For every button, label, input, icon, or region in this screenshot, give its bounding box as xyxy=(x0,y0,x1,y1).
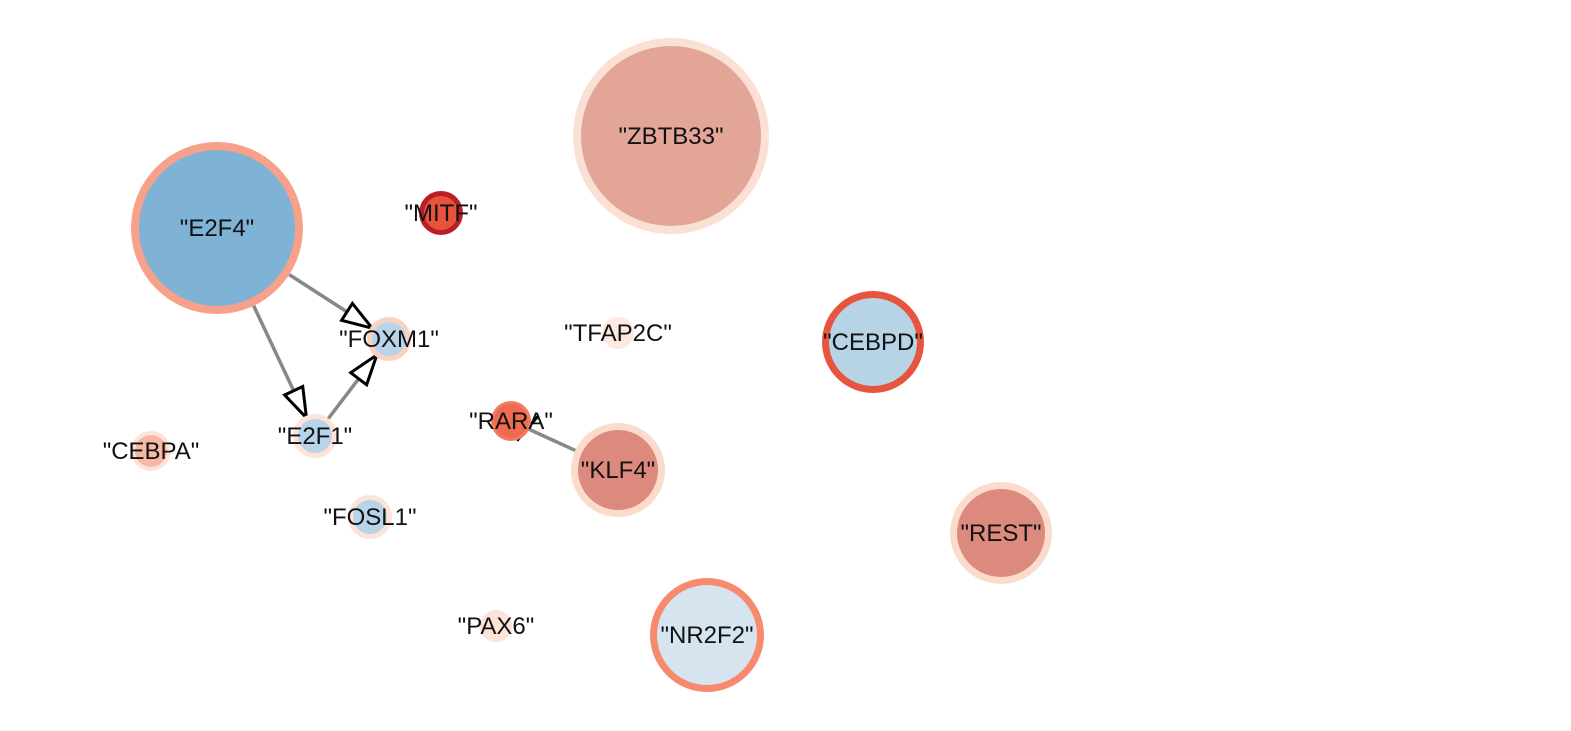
node-zbtb33[interactable]: "ZBTB33" xyxy=(573,38,769,234)
edge-line xyxy=(288,273,348,314)
node-nr2f2[interactable]: "NR2F2" xyxy=(650,578,764,692)
node-circle xyxy=(581,46,761,226)
node-circle xyxy=(602,317,634,349)
node-label: "MITF" xyxy=(404,200,477,227)
edge-e2f4-foxm1 xyxy=(288,273,377,331)
edge-e2f1-foxm1 xyxy=(326,351,380,420)
edge-line xyxy=(526,426,576,453)
node-pax6[interactable]: "PAX6" xyxy=(458,610,535,642)
node-rara[interactable]: "RARA" xyxy=(469,401,553,441)
node-circle xyxy=(480,610,512,642)
node-circle xyxy=(578,430,658,510)
node-circle xyxy=(657,585,757,685)
edge-line xyxy=(326,377,361,420)
node-circle xyxy=(135,435,167,467)
node-e2f4[interactable]: "E2F4" xyxy=(131,142,303,314)
node-label: "RARA" xyxy=(469,408,553,435)
node-label: "PAX6" xyxy=(458,613,535,640)
node-label: "CEBPD" xyxy=(823,329,923,356)
node-circle xyxy=(424,196,458,230)
node-label: "FOSL1" xyxy=(323,504,416,531)
node-label: "E2F1" xyxy=(278,423,352,450)
node-label: "KLF4" xyxy=(581,457,655,484)
node-label: "FOXM1" xyxy=(339,326,439,353)
node-e2f1[interactable]: "E2F1" xyxy=(278,414,352,458)
node-circle xyxy=(139,150,295,306)
node-foxm1[interactable]: "FOXM1" xyxy=(339,317,439,361)
node-circle xyxy=(829,298,917,386)
node-circle xyxy=(494,404,528,438)
node-circle xyxy=(353,500,387,534)
node-circle xyxy=(372,322,406,356)
arrowhead-icon xyxy=(282,384,309,423)
node-fosl1[interactable]: "FOSL1" xyxy=(323,495,417,539)
node-label: "ZBTB33" xyxy=(618,123,723,150)
edge-line xyxy=(252,305,296,392)
node-rest[interactable]: "REST" xyxy=(950,482,1052,584)
node-label: "E2F4" xyxy=(180,215,254,242)
edge-e2f4-e2f1 xyxy=(252,305,309,423)
node-label: "NR2F2" xyxy=(660,622,753,649)
arrowhead-icon xyxy=(348,351,380,388)
node-cebpa[interactable]: "CEBPA" xyxy=(103,431,200,471)
arrowhead-icon xyxy=(339,300,377,331)
node-mitf[interactable]: "MITF" xyxy=(404,191,478,235)
node-cebpd[interactable]: "CEBPD" xyxy=(822,291,924,393)
node-tfap2c[interactable]: "TFAP2C" xyxy=(564,317,672,349)
node-circle xyxy=(298,419,332,453)
node-klf4[interactable]: "KLF4" xyxy=(571,423,665,517)
node-label: "CEBPA" xyxy=(103,438,200,465)
node-circle xyxy=(957,489,1045,577)
node-label: "REST" xyxy=(960,520,1041,547)
node-label: "TFAP2C" xyxy=(564,320,672,347)
nodes-layer: "ZBTB33" "E2F4" "MITF" "FOXM1" "TFAP2C" "CEBP… xyxy=(103,38,1052,692)
